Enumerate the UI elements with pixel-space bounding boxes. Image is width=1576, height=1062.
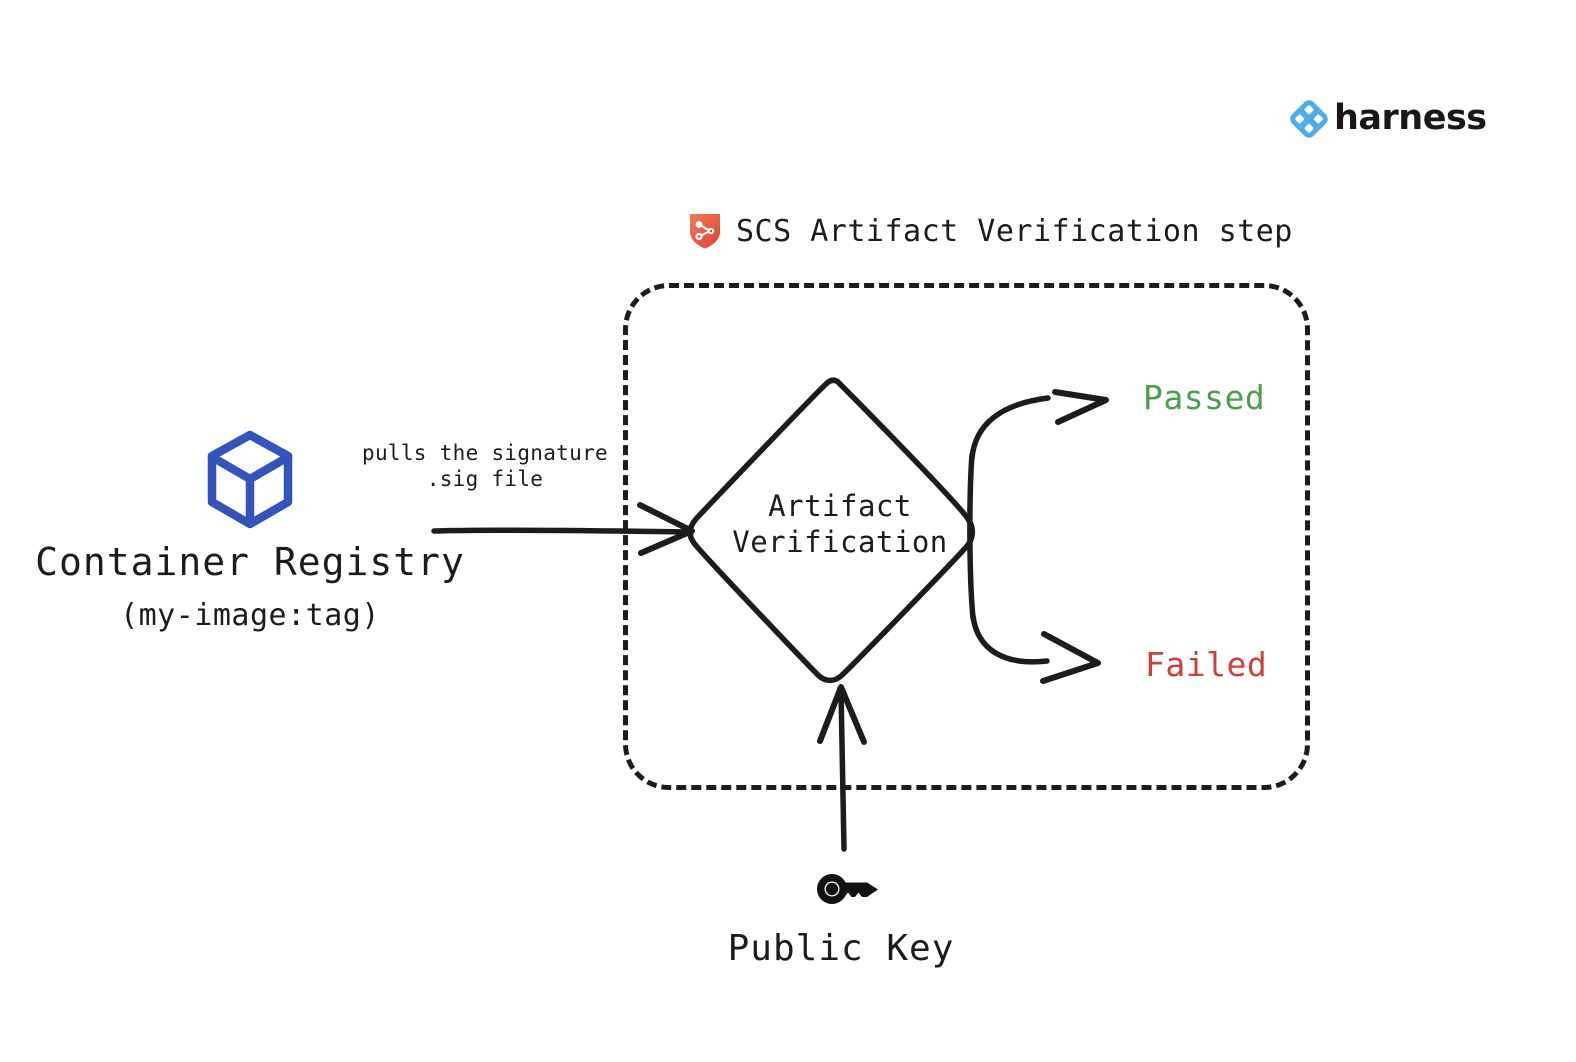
scs-step-title-label: SCS Artifact Verification step <box>736 213 1293 249</box>
pull-signature-annotation-line1: pulls the signature <box>362 441 608 465</box>
public-key-label: Public Key <box>727 928 955 969</box>
outcome-failed-label: Failed <box>1145 645 1268 684</box>
container-registry-sublabel: (my-image:tag) <box>120 598 380 633</box>
harness-wordmark: harness <box>1334 97 1487 138</box>
harness-logo: harness <box>1290 100 1487 138</box>
scs-step-boundary <box>623 283 1310 790</box>
artifact-verification-label-line2: Verification <box>732 525 948 560</box>
harness-diamond-logo-icon <box>1290 100 1328 138</box>
artifact-verification-label: Artifact Verification <box>700 488 980 561</box>
artifact-verification-label-line1: Artifact <box>768 489 912 523</box>
public-key-icon <box>812 868 884 914</box>
scs-step-title: SCS Artifact Verification step <box>688 212 1293 250</box>
outcome-passed-label: Passed <box>1143 378 1266 417</box>
pull-signature-annotation-line2: .sig file <box>426 467 544 492</box>
container-registry-label: Container Registry <box>35 540 465 584</box>
pull-signature-annotation: pulls the signature .sig file <box>355 440 615 493</box>
scs-shield-icon <box>690 214 720 249</box>
container-registry-icon <box>200 428 300 537</box>
